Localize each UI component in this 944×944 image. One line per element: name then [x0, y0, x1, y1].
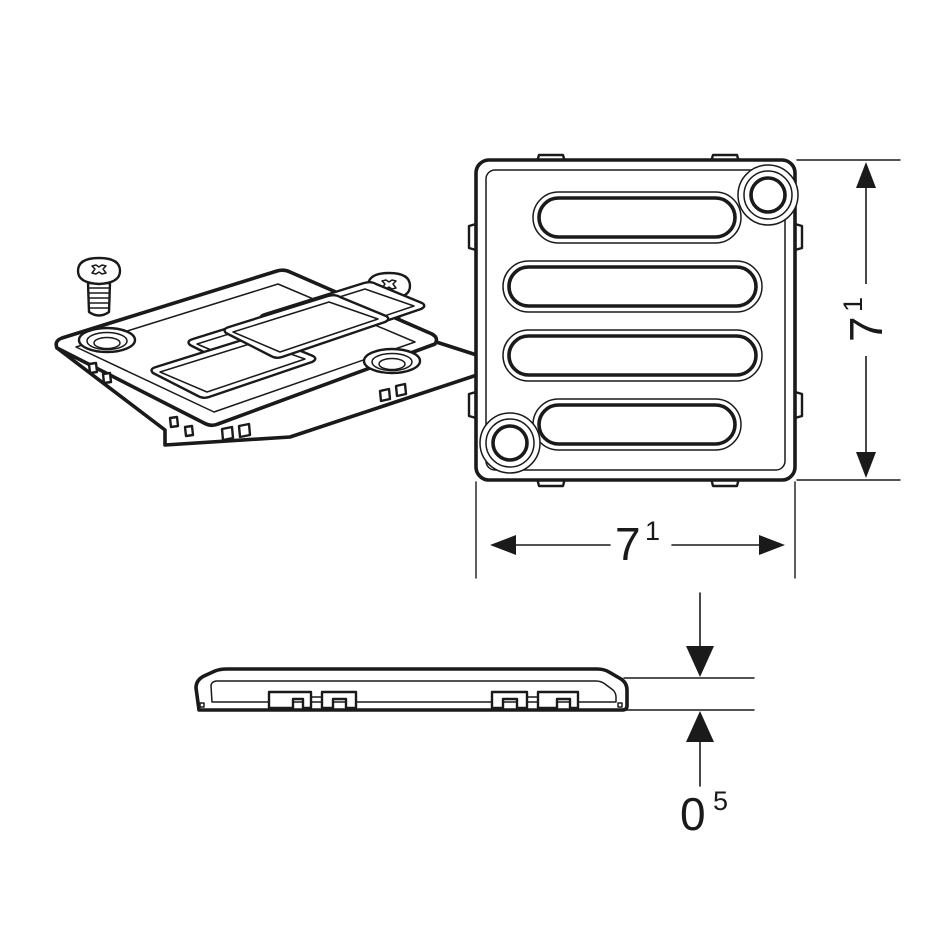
- slot-3: [502, 329, 763, 382]
- plan-top-view: [467, 153, 804, 488]
- dimension-height-superscript: 1: [838, 297, 868, 312]
- arrowhead-down: [856, 452, 876, 478]
- cross-recess-icon: [91, 264, 107, 275]
- arrowhead-thickness-bottom: [686, 711, 714, 742]
- slot-1: [532, 191, 742, 244]
- dimension-thickness-value: 0: [680, 788, 706, 840]
- grate-plate-isometric: [54, 268, 488, 447]
- screw-boss-plan-top-right: [737, 164, 799, 226]
- arrowhead-right: [759, 535, 785, 555]
- dimension-height-value: 7: [840, 316, 892, 342]
- grate-slots-isometric: [150, 281, 426, 399]
- slot-2: [502, 260, 763, 313]
- screw-boss-plan-bottom-left: [479, 412, 541, 474]
- slot-4: [532, 398, 742, 451]
- dimension-width: 7 1: [475, 481, 796, 579]
- screw-boss-iso-left: [77, 326, 137, 354]
- dimension-thickness-superscript: 5: [713, 786, 728, 816]
- plate-inner-rim: [485, 169, 786, 471]
- side-elevation-view: [194, 667, 629, 712]
- edge-clip-tabs-iso: [87, 361, 408, 442]
- dimension-width-superscript: 1: [645, 516, 660, 546]
- dimension-height: 7 1: [796, 159, 901, 481]
- isometric-assembly-view: [54, 256, 488, 447]
- arrowhead-thickness-top: [686, 646, 714, 677]
- screw-boss-iso-right: [362, 347, 422, 375]
- side-clip-right: [490, 690, 580, 710]
- screw-left: [76, 256, 122, 317]
- arrowhead-up: [856, 162, 876, 188]
- arrowhead-left: [490, 535, 516, 555]
- dimension-width-value: 7: [615, 518, 641, 570]
- grate-slots-plan: [502, 191, 763, 451]
- side-clip-left: [267, 690, 358, 710]
- dimension-thickness: 0 5: [623, 592, 755, 840]
